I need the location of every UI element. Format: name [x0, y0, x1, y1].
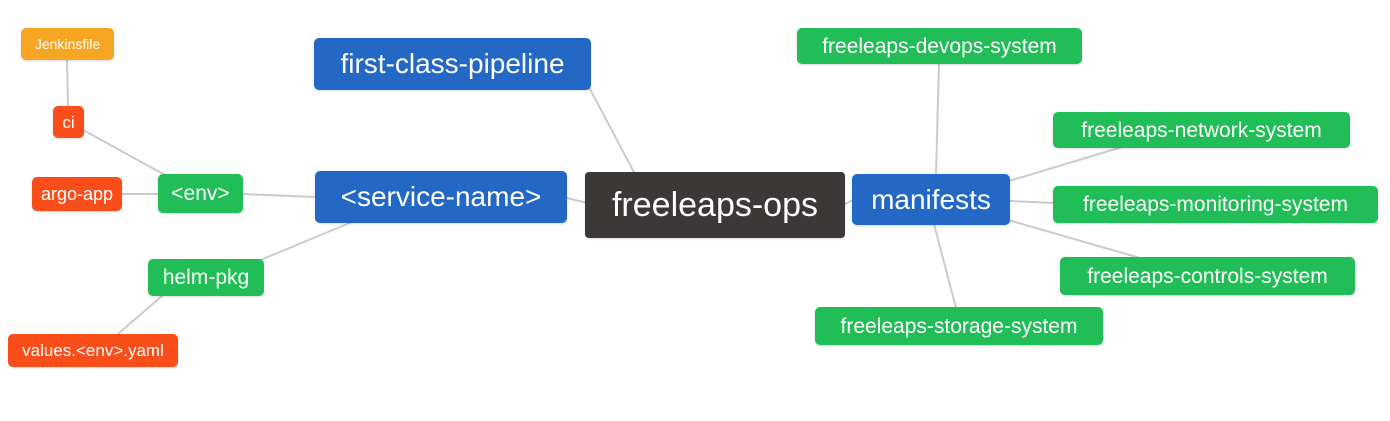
node-freeleaps-storage-system[interactable]: freeleaps-storage-system: [815, 307, 1103, 345]
edge-manifests-network: [1008, 146, 1123, 182]
edge-env-service-name: [242, 193, 316, 198]
edge-helm-pkg-service-name: [257, 221, 353, 262]
node-ci[interactable]: ci: [53, 106, 84, 138]
node-env[interactable]: <env>: [158, 174, 243, 213]
edge-service-freeleaps-ops: [566, 197, 588, 204]
edge-values-helm-pkg: [117, 295, 163, 335]
node-values-env-yaml[interactable]: values.<env>.yaml: [8, 334, 178, 367]
node-freeleaps-controls-system[interactable]: freeleaps-controls-system: [1060, 257, 1355, 295]
edge-jenkinsfile-ci: [66, 59, 69, 109]
edge-manifests-controls: [1007, 219, 1141, 259]
edge-pipeline-freeleaps-ops: [589, 88, 637, 177]
node-jenkinsfile[interactable]: Jenkinsfile: [21, 28, 114, 60]
node-first-class-pipeline[interactable]: first-class-pipeline: [314, 38, 591, 90]
node-argo-app[interactable]: argo-app: [32, 177, 122, 211]
node-freeleaps-network-system[interactable]: freeleaps-network-system: [1053, 112, 1350, 148]
node-freeleaps-devops-system[interactable]: freeleaps-devops-system: [797, 28, 1082, 64]
node-freeleaps-monitoring-system[interactable]: freeleaps-monitoring-system: [1053, 186, 1378, 223]
node-helm-pkg[interactable]: helm-pkg: [148, 259, 264, 296]
node-service-name[interactable]: <service-name>: [315, 171, 567, 223]
edge-manifests-storage: [933, 223, 957, 309]
edge-manifests-devops: [935, 62, 940, 175]
edge-freeleaps-ops-manifests: [844, 199, 854, 205]
node-freeleaps-ops[interactable]: freeleaps-ops: [585, 172, 845, 238]
edge-ci-env: [82, 129, 168, 177]
edge-manifests-monitoring: [1009, 200, 1054, 204]
node-manifests[interactable]: manifests: [852, 174, 1010, 225]
